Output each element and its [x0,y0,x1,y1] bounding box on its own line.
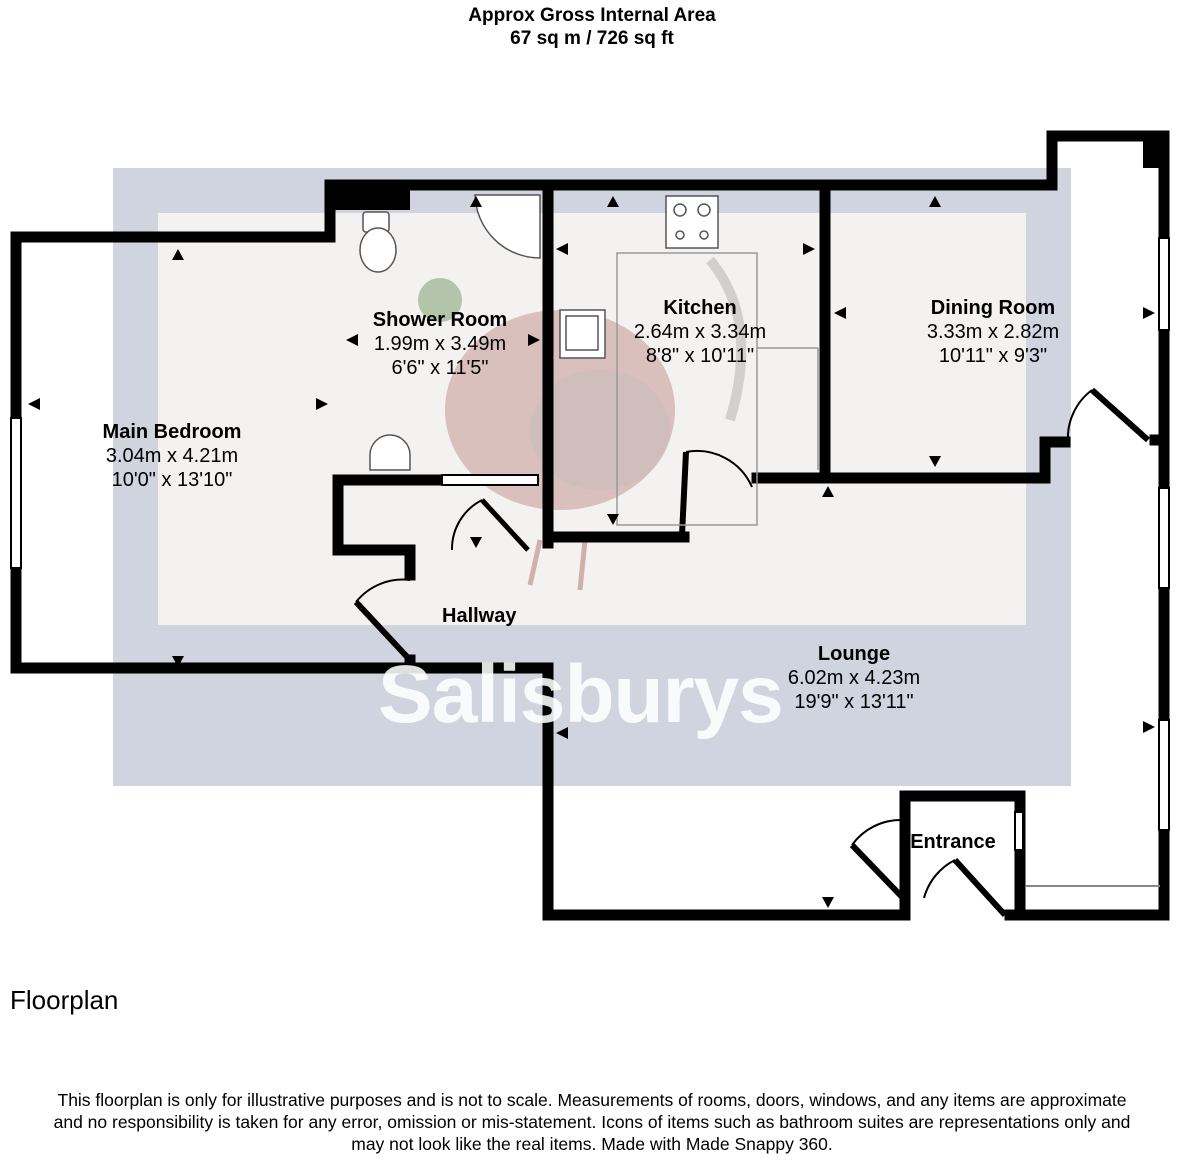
marker [556,727,568,739]
door-bedroom [355,578,411,603]
door-shower [450,499,483,551]
disclaimer: This floorplan is only for illustrative … [0,1089,1184,1155]
room-name: Lounge [817,643,891,665]
room-entrance: Entrance [893,830,1013,854]
door-entrance-outer [923,859,956,899]
door-dining [1066,389,1093,443]
window [1158,719,1170,831]
area-title: Approx Gross Internal Area [468,5,716,26]
marker [316,398,328,410]
disclaimer-line: This floorplan is only for illustrative … [57,1090,1127,1110]
area-header: Approx Gross Internal Area 67 sq m / 726… [0,4,1184,50]
marker [470,537,482,548]
room-imperial: 6'6" x 11'5" [391,357,489,379]
basin-icon [369,434,411,471]
wall-corner [330,180,410,210]
room-metric: 6.02m x 4.23m [787,667,921,689]
room-name: Kitchen [663,297,737,319]
marker [929,456,941,467]
marker [822,897,834,908]
disclaimer-line: may not look like the real items. Made w… [351,1134,833,1154]
window [10,417,22,569]
walls [10,130,1170,921]
room-imperial: 8'8" x 10'11" [645,345,755,367]
disclaimer-line: and no responsibility is taken for any e… [53,1112,1131,1132]
fixtures [359,194,819,526]
marker [172,249,184,260]
marker [803,243,815,255]
marker [1143,721,1155,733]
room-imperial: 19'9" x 13'11" [794,691,914,713]
salisburys-watermark: Salisburys [378,649,784,740]
window [1158,237,1170,331]
room-metric: 3.04m x 4.21m [105,445,239,467]
door-kitchen [685,449,753,488]
marker [607,514,619,525]
marker [172,656,184,667]
floorplan-caption: Floorplan [10,985,119,1015]
toilet-icon [359,211,397,273]
room-metric: 2.64m x 3.34m [633,321,767,343]
room-main-bedroom: Main Bedroom 3.04m x 4.21m 10'0" x 13'10… [62,420,282,492]
room-metric: 3.33m x 2.82m [926,321,1060,343]
hob-icon [665,195,719,249]
window [1014,811,1024,851]
room-name: Main Bedroom [102,421,242,443]
marker [1143,307,1155,319]
room-name: Dining Room [930,297,1056,319]
marker [834,307,846,319]
worktop-outline [616,252,819,526]
marker [822,486,834,497]
marker [346,334,358,346]
room-imperial: 10'11" x 9'3" [938,345,1048,367]
sink-icon [559,309,606,359]
dimension-markers [28,196,1155,908]
room-shower-room: Shower Room 1.99m x 3.49m 6'6" x 11'5" [345,308,535,380]
door-entrance-inner [851,818,903,846]
room-dining-room: Dining Room 3.33m x 2.82m 10'11" x 9'3" [893,296,1093,368]
shower-tray-icon [474,194,541,259]
marker [528,334,540,346]
room-name: Shower Room [372,309,508,331]
room-lounge: Lounge 6.02m x 4.23m 19'9" x 13'11" [754,642,954,714]
window [1158,487,1170,589]
room-imperial: 10'0" x 13'10" [111,469,233,491]
marker [607,196,619,207]
watermark-inner [158,213,1026,625]
room-hallway: Hallway [442,605,517,627]
marker [470,196,482,207]
doors [353,387,1150,918]
wall-corner [1143,136,1164,168]
room-metric: 1.99m x 3.49m [373,333,507,355]
marker [28,398,40,410]
windows [10,237,1170,851]
room-kitchen: Kitchen 2.64m x 3.34m 8'8" x 10'11" [605,296,795,368]
window [441,474,539,486]
area-value: 67 sq m / 726 sq ft [510,28,674,49]
marker [556,243,568,255]
marker [929,196,941,207]
room-name: Entrance [910,831,996,853]
